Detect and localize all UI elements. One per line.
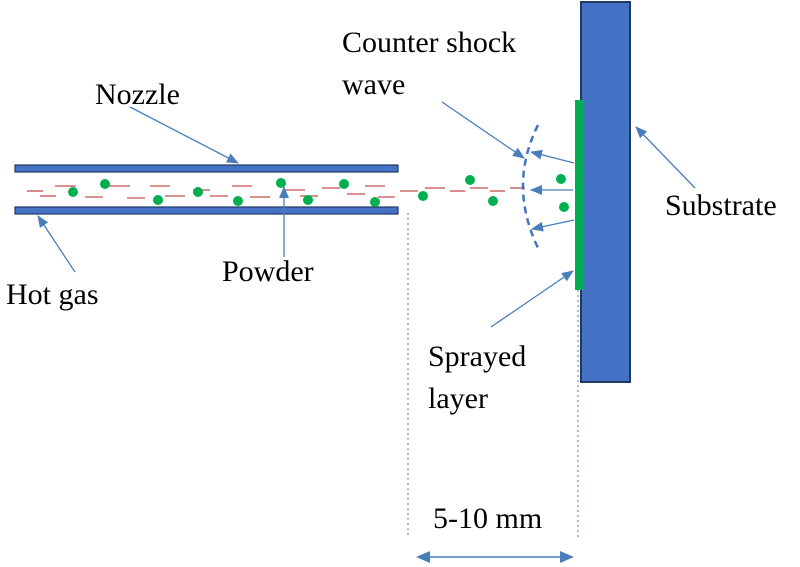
- nozzle-pointer-arrow: [129, 106, 239, 164]
- powder-label: Powder: [222, 255, 314, 288]
- substrate-block: [580, 1, 631, 383]
- distance-double-arrow: [416, 551, 574, 563]
- sprayed-layer-pointer-arrow: [490, 270, 574, 328]
- hot-gas-label: Hot gas: [6, 278, 99, 311]
- hot-gas-pointer-arrow: [37, 215, 76, 273]
- sprayed-layer-label-line2: layer: [428, 382, 488, 415]
- nozzle-label: Nozzle: [95, 78, 180, 111]
- powder-particles: [68, 174, 569, 212]
- nozzle-top-wall: [14, 164, 399, 173]
- nozzle-bottom-wall: [14, 206, 399, 215]
- distance-label: 5-10 mm: [433, 502, 542, 535]
- substrate-pointer-arrow: [635, 126, 696, 189]
- sprayed-layer: [575, 100, 584, 290]
- hot-gas-streaks: [27, 185, 525, 199]
- counter-shock-wave-arc: [521, 124, 540, 249]
- counter-shock-label-line2: wave: [342, 68, 405, 101]
- substrate-label: Substrate: [665, 189, 777, 222]
- sprayed-layer-label-line1: Sprayed: [428, 340, 526, 373]
- pointer-arrows: [37, 101, 696, 328]
- counter-shock-label-line1: Counter shock: [342, 26, 516, 59]
- distance-guides: [407, 213, 579, 537]
- counter-shock-pointer-arrow: [441, 101, 525, 159]
- reflected-flow-arrows: [530, 149, 575, 232]
